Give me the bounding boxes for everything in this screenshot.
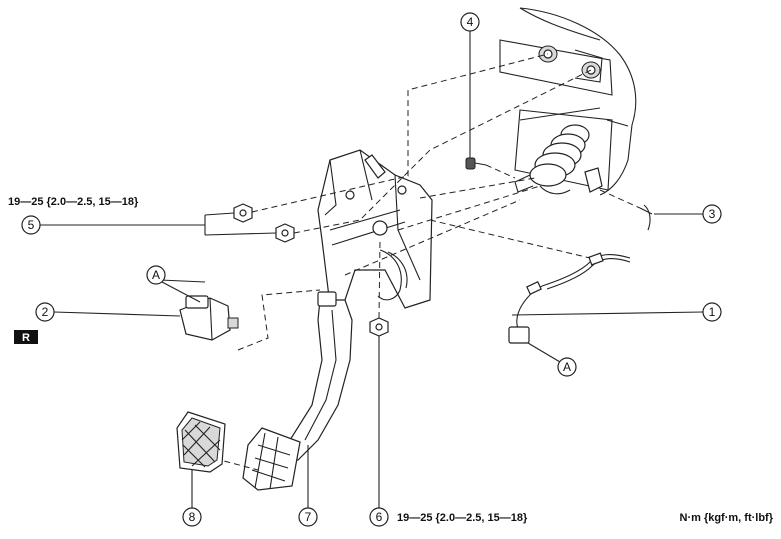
- svg-text:2: 2: [42, 305, 49, 319]
- callout-1: 1: [702, 302, 722, 322]
- callout-7: 7: [298, 507, 318, 527]
- svg-text:5: 5: [28, 218, 35, 232]
- svg-text:7: 7: [305, 510, 312, 524]
- callout-4: 4: [460, 12, 480, 32]
- clutch-switch-2: [53, 289, 321, 351]
- torque-spec-upper: 19—25 {2.0—2.5, 15—18}: [8, 196, 139, 208]
- callout-8: 8: [182, 507, 202, 527]
- pedal-arm: [204, 291, 353, 491]
- nuts-5: [40, 53, 592, 243]
- svg-text:1: 1: [709, 305, 716, 319]
- wire-harness-1: [429, 219, 704, 363]
- callout-2: 2: [35, 302, 55, 322]
- torque-units: N·m {kgf·m, ft·lbf}: [680, 512, 774, 524]
- connector-label-a-top: A: [146, 265, 201, 303]
- callout-6: 6: [369, 507, 389, 527]
- bolt-4: [465, 30, 516, 179]
- torque-spec-lower: 19—25 {2.0—2.5, 15—18}: [397, 512, 528, 524]
- leader-a-top: [159, 279, 206, 283]
- svg-text:6: 6: [376, 510, 383, 524]
- callout-5: 5: [21, 215, 41, 235]
- side-marker-r: R: [14, 330, 38, 344]
- nut-6: [369, 239, 389, 508]
- clutch-master-cylinder: [514, 107, 603, 195]
- assembly-guides: [344, 177, 541, 276]
- connector-label-a-bottom: A: [557, 357, 577, 377]
- pedal-pad-8: [176, 411, 226, 473]
- callout-3: 3: [702, 204, 722, 224]
- svg-text:3: 3: [709, 207, 716, 221]
- svg-text:R: R: [22, 332, 30, 344]
- svg-text:A: A: [563, 360, 571, 374]
- clip-3: [599, 189, 703, 231]
- pedal-bracket: [317, 149, 433, 309]
- svg-text:4: 4: [467, 15, 474, 29]
- svg-text:A: A: [152, 268, 160, 282]
- svg-text:8: 8: [189, 510, 196, 524]
